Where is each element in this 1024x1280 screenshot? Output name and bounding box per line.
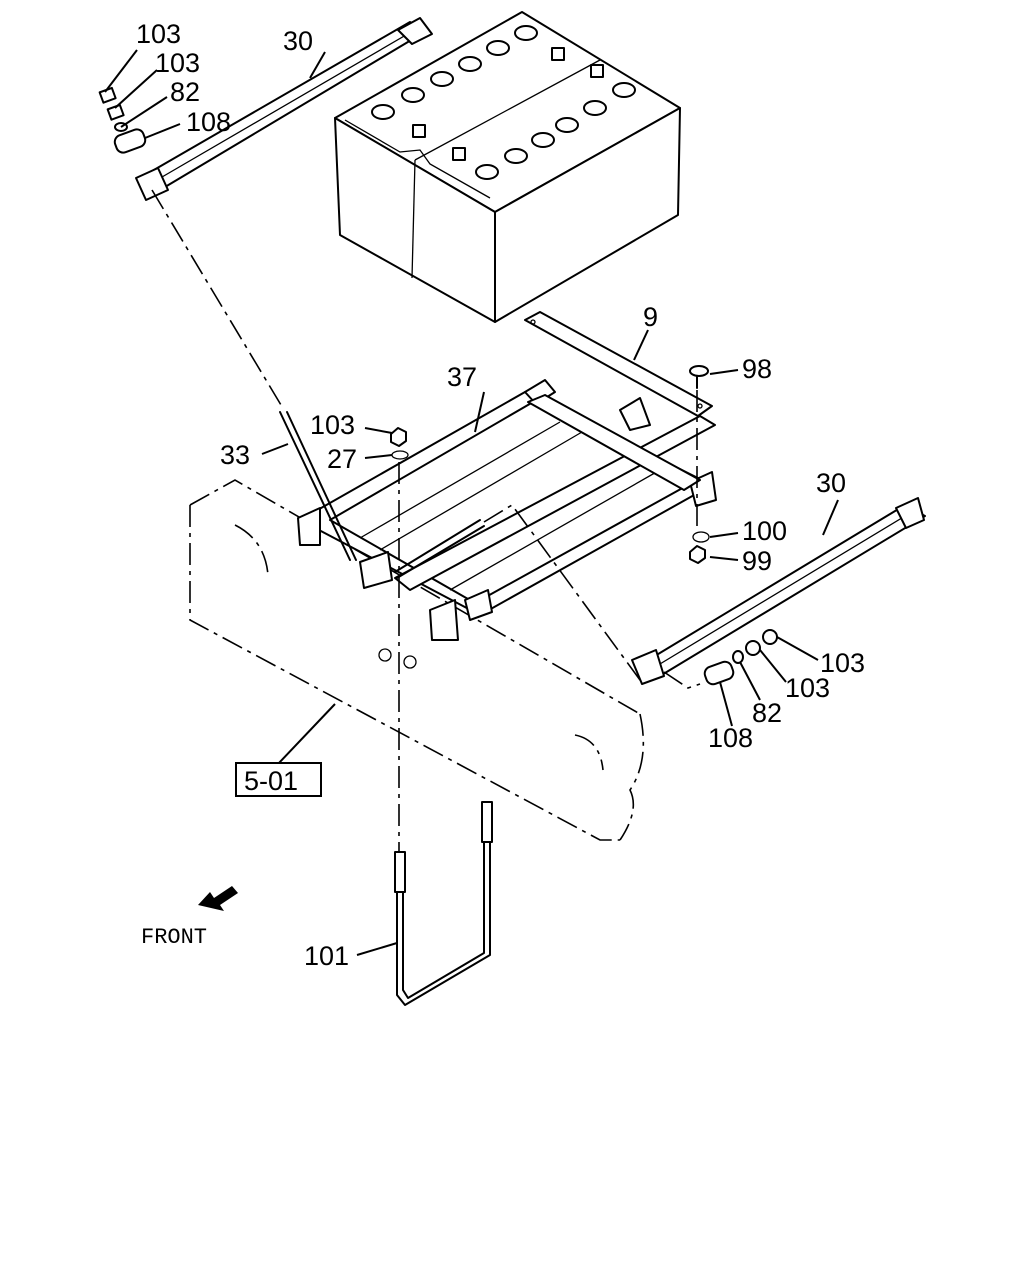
fasteners-top-left [98,86,147,154]
label-33: 33 [220,440,250,470]
tie-rod-33 [151,189,357,561]
hold-down-bar-30-top [135,17,433,201]
label-99: 99 [742,546,772,576]
reference-box: 5-01 [235,762,322,797]
label-108-right: 108 [708,723,753,753]
label-30-right: 30 [816,468,846,498]
battery [334,11,681,323]
tie-rod-inner [394,503,641,681]
label-37: 37 [447,362,477,392]
label-98: 98 [742,354,772,384]
front-direction-label: FRONT [141,925,207,950]
label-82-right: 82 [752,698,782,728]
leader-lines [104,49,839,956]
label-108-left: 108 [186,107,231,137]
reference-box-label: 5-01 [244,766,298,796]
bracket-9 [524,311,713,417]
label-27: 27 [327,444,357,474]
label-101: 101 [304,941,349,971]
front-arrow-icon [198,886,238,911]
label-100: 100 [742,516,787,546]
label-103-b: 103 [155,48,200,78]
label-9: 9 [643,302,658,332]
label-30-top: 30 [283,26,313,56]
label-82-left: 82 [170,77,200,107]
label-103-d: 103 [820,648,865,678]
hold-down-bar-30-right [631,497,926,685]
u-bolt-101 [394,801,493,1006]
label-103-e: 103 [785,673,830,703]
label-103-a: 103 [136,19,181,49]
fasteners-lower-right [663,629,778,689]
frame-rail [189,479,645,841]
bolt-98-nut-99 [689,365,710,564]
battery-tray [297,379,717,641]
label-103-c: 103 [310,410,355,440]
